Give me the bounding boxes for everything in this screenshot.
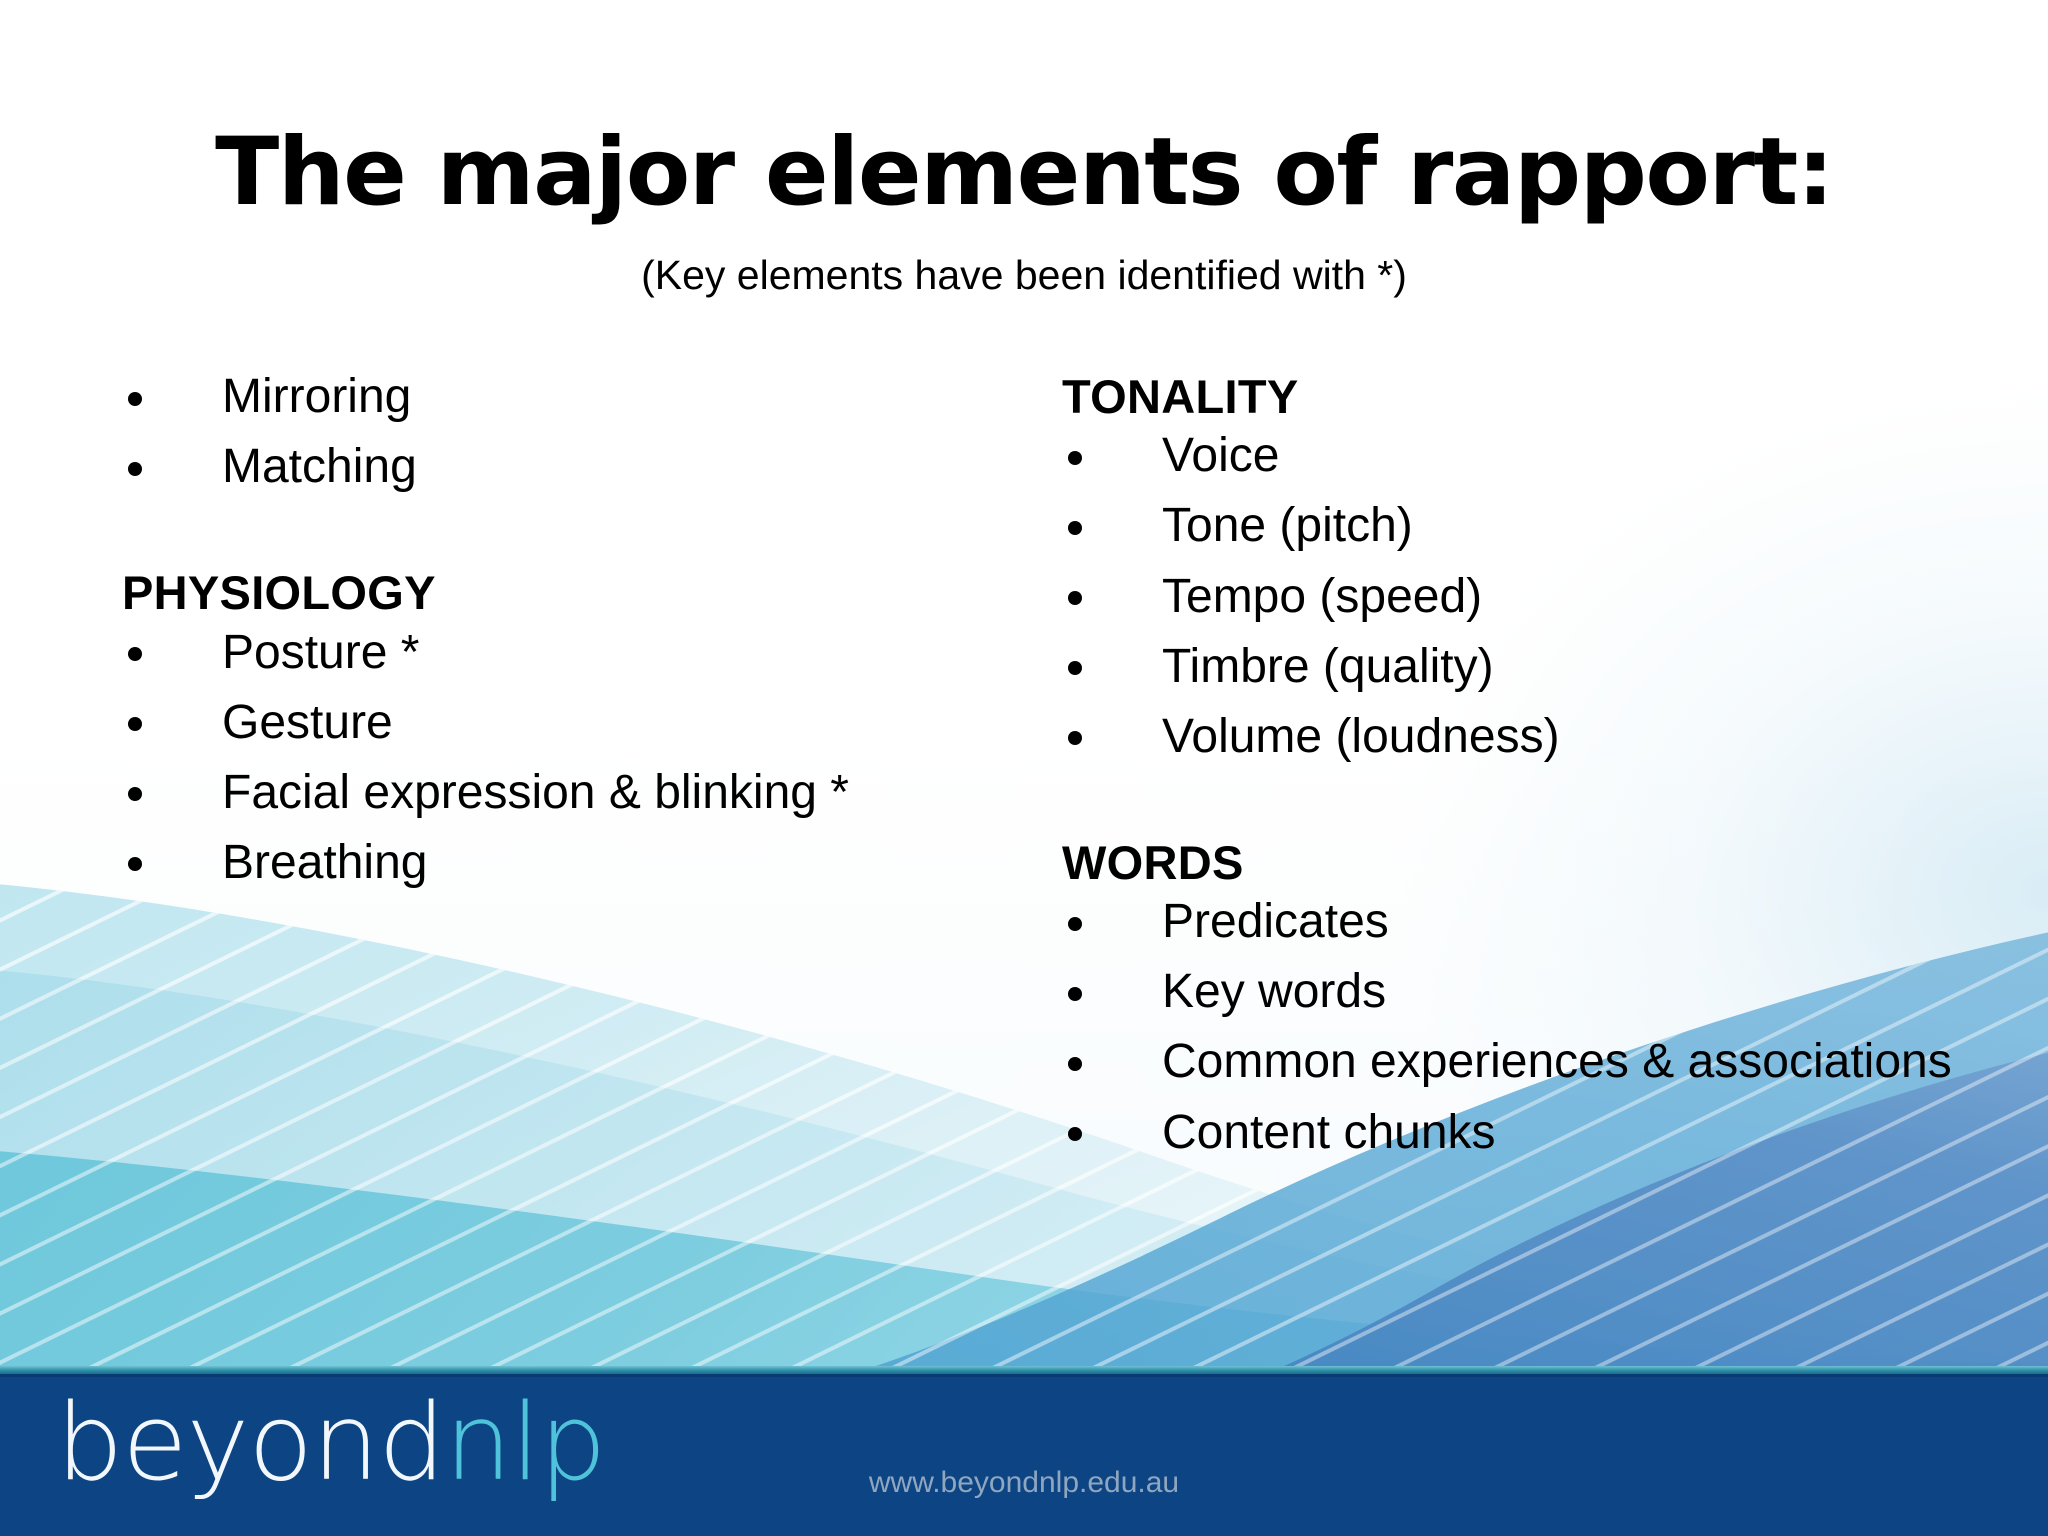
left-content-column: Mirroring Matching PHYSIOLOGY Posture * … (122, 368, 1002, 904)
list-item-label: Common experiences & associations (1162, 1035, 1952, 1089)
list-item: Volume (loudness) (1062, 708, 1962, 765)
bullet-dot-icon (1068, 661, 1082, 676)
list-item-label: Facial expression & blinking * (222, 765, 849, 819)
bullet-dot-icon (1068, 1056, 1082, 1071)
list-item: Tone (pitch) (1062, 497, 1962, 554)
list-item: Matching (122, 438, 1002, 495)
list-item-label: Mirroring (222, 370, 412, 423)
list-item-label: Predicates (1162, 895, 1389, 949)
section-spacer (122, 508, 1002, 564)
section-heading-physiology: PHYSIOLOGY (122, 566, 436, 620)
brand-logo: beyondnlp (56, 1390, 606, 1496)
list-item: Voice (1062, 427, 1962, 484)
list-item-label: Voice (1162, 429, 1280, 483)
list-item-label: Tempo (speed) (1162, 569, 1483, 623)
bullet-dot-icon (1068, 986, 1082, 1001)
list-item-label: Posture * (222, 625, 420, 679)
brand-logo-secondary: nlp (444, 1381, 607, 1504)
list-item: Breathing (122, 834, 1002, 891)
physiology-list: Posture * Gesture Facial expression & bl… (122, 624, 1002, 891)
bullet-dot-icon (1068, 916, 1082, 931)
list-item: Timbre (quality) (1062, 638, 1962, 695)
bullet-dot-icon (1068, 450, 1082, 465)
list-item-label: Tone (pitch) (1162, 499, 1413, 553)
list-item-label: Volume (loudness) (1162, 709, 1560, 763)
section-heading-tonality: TONALITY (1062, 370, 1299, 423)
decorative-wave-artwork (0, 820, 2048, 1368)
brand-logo-primary: beyond (56, 1381, 446, 1504)
list-item-label: Key words (1162, 965, 1387, 1019)
page-subtitle: (Key elements have been identified with … (641, 252, 1407, 298)
bullet-dot-icon (1068, 520, 1082, 535)
bullet-dot-icon (128, 461, 142, 476)
tonality-list: Voice Tone (pitch) Tempo (speed) Timbre … (1062, 427, 1962, 765)
bullet-dot-icon (1068, 591, 1082, 606)
list-item: Facial expression & blinking * (122, 764, 1002, 821)
list-item-label: Content chunks (1162, 1105, 1496, 1159)
bullet-dot-icon (128, 787, 142, 802)
list-item-label: Matching (222, 440, 417, 494)
list-item-label: Gesture (222, 695, 393, 749)
list-item: Content chunks (1062, 1104, 1962, 1161)
words-list: Predicates Key words Common experiences … (1062, 893, 1962, 1160)
list-item: Gesture (122, 694, 1002, 751)
right-content-column: TONALITY Voice Tone (pitch) Tempo (speed… (1062, 368, 1962, 1174)
list-item-label: Breathing (222, 835, 428, 889)
bullet-dot-icon (1068, 1127, 1082, 1142)
footer-bar: beyondnlp www.beyondnlp.edu.au (0, 1374, 2048, 1536)
list-item: Posture * (122, 624, 1002, 681)
footer-website-url: www.beyondnlp.edu.au (868, 1466, 1180, 1499)
bullet-dot-icon (128, 717, 142, 732)
bullet-dot-icon (1068, 731, 1082, 746)
list-item-label: Timbre (quality) (1162, 639, 1494, 693)
footer-accent-line (0, 1366, 2048, 1374)
section-heading-words: WORDS (1062, 835, 1244, 889)
bullet-dot-icon (128, 857, 142, 872)
list-item: Key words (1062, 963, 1962, 1020)
list-item: Tempo (speed) (1062, 568, 1962, 625)
left-intro-list: Mirroring Matching (122, 368, 1002, 495)
list-item: Common experiences & associations (1062, 1033, 1962, 1090)
list-item: Predicates (1062, 893, 1962, 950)
bullet-dot-icon (128, 647, 142, 662)
list-item: Mirroring (122, 368, 1002, 425)
section-spacer (1062, 778, 1962, 834)
bullet-dot-icon (128, 391, 142, 406)
page-title: The major elements of rapport: (215, 118, 1834, 227)
